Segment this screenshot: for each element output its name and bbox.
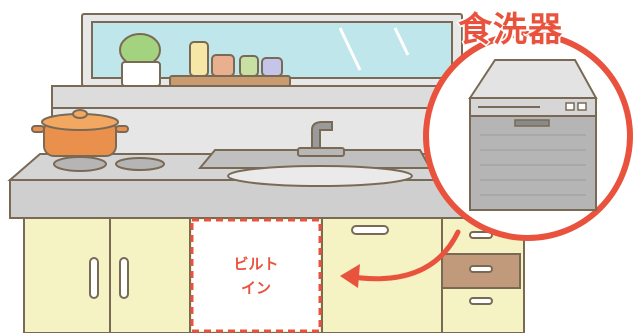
builtin-slot bbox=[190, 218, 322, 333]
builtin-label-line1: ビルト bbox=[233, 255, 279, 273]
curved-arrow-icon bbox=[340, 229, 461, 288]
builtin-label: ビルト イン bbox=[212, 252, 300, 300]
builtin-label-line2: イン bbox=[240, 279, 271, 297]
counter-step bbox=[51, 85, 473, 109]
potted-plant bbox=[119, 33, 161, 87]
stove bbox=[53, 156, 165, 172]
dishwasher-title: 食洗器 bbox=[458, 10, 563, 50]
faucet-icon bbox=[297, 121, 345, 157]
sink bbox=[197, 149, 432, 187]
backsplash bbox=[81, 13, 463, 87]
shelf bbox=[169, 41, 291, 87]
dishwasher-icon bbox=[468, 59, 598, 211]
pot-icon bbox=[31, 109, 129, 157]
